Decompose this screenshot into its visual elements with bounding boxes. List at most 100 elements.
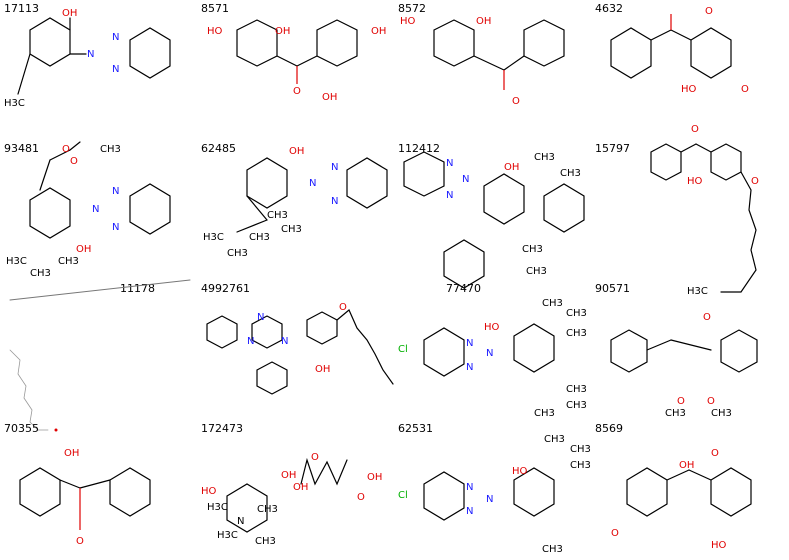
- compound-id: 90571: [595, 282, 630, 295]
- atom-label: N: [247, 336, 254, 347]
- atom-label: HO: [512, 466, 528, 477]
- compound-id: 112412: [398, 142, 440, 155]
- atom-label: OH: [62, 8, 77, 19]
- compound-id: 172473: [201, 422, 243, 435]
- atom-label: CH3: [566, 328, 587, 339]
- atom-label: O: [76, 536, 84, 547]
- compound-id: 77470: [446, 282, 481, 295]
- atom-label: N: [112, 186, 119, 197]
- atom-label: OH: [504, 162, 519, 173]
- molecule-cell-11178: 11178: [0, 279, 197, 432]
- atom-label: N: [331, 196, 338, 207]
- atom-label: N: [92, 204, 99, 215]
- atom-label: CH3: [570, 460, 591, 471]
- compound-id: 17113: [4, 2, 39, 15]
- structure-77470: HO CH3 CH3 CH3 Cl N N N CH3 CH3 CH3: [398, 298, 587, 419]
- molecule-cell-15797: 15797 O HO O H3C: [591, 124, 788, 297]
- atom-label: CH3: [249, 232, 270, 243]
- atom-label: Cl: [398, 490, 408, 501]
- atom-label: O: [703, 312, 711, 323]
- atom-label: O: [711, 448, 719, 459]
- atom-label: CH3: [534, 152, 555, 163]
- structure-15797: O HO O H3C: [650, 124, 759, 297]
- atom-label: N: [466, 482, 473, 493]
- atom-label: N: [466, 506, 473, 517]
- atom-label: OH: [289, 146, 304, 157]
- atom-label: CH3: [711, 408, 732, 419]
- molecule-cell-8571: 8571 HO OH OH OH O: [197, 0, 394, 140]
- structure-172473: OH HO N OH O O OH H3C CH3 H3C CH3: [201, 452, 382, 547]
- atom-label: O: [611, 528, 619, 539]
- atom-label: N: [462, 174, 469, 185]
- atom-label: O: [293, 86, 301, 97]
- atom-label: OH: [679, 460, 694, 471]
- atom-label: OH: [315, 364, 330, 375]
- atom-label: CH3: [281, 224, 302, 235]
- compound-id: 62531: [398, 422, 433, 435]
- atom-label: HO: [681, 84, 697, 95]
- atom-label: N: [446, 190, 453, 201]
- structure-11178: [9, 279, 191, 432]
- atom-label: O: [311, 452, 319, 463]
- molecule-cell-8569: 8569 OH O O HO: [591, 420, 788, 560]
- compound-id: 15797: [595, 142, 630, 155]
- atom-label: N: [257, 312, 264, 323]
- atom-label: CH3: [560, 168, 581, 179]
- atom-label: CH3: [542, 298, 563, 309]
- molecule-cell-70355: 70355 OH O: [0, 420, 197, 560]
- atom-label: O: [512, 96, 520, 107]
- compound-id: 93481: [4, 142, 39, 155]
- atom-label: Cl: [398, 344, 408, 355]
- atom-label: HO: [400, 16, 416, 27]
- atom-label: OH: [367, 472, 382, 483]
- atom-label: H3C: [217, 530, 238, 541]
- atom-label: N: [112, 64, 119, 75]
- atom-label: H3C: [687, 286, 708, 297]
- atom-label: CH3: [665, 408, 686, 419]
- structure-17113: OH N N N H3C: [4, 8, 171, 109]
- atom-label: O: [707, 396, 715, 407]
- molecule-cell-62485: 62485 OH N N N CH3 CH3 H3C CH3 CH3: [197, 140, 394, 280]
- atom-label: CH3: [522, 244, 543, 255]
- atom-label: HO: [687, 176, 703, 187]
- molecule-cell-4632: 4632 O HO O: [591, 0, 788, 140]
- structure-112412: N N N OH CH3 CH3 CH3 CH3: [403, 151, 585, 289]
- compound-id: 62485: [201, 142, 236, 155]
- atom-label: CH3: [255, 536, 276, 547]
- atom-label: N: [486, 494, 493, 505]
- atom-label: OH: [281, 470, 296, 481]
- atom-label: O: [751, 176, 759, 187]
- molecule-cell-90571: 90571 O O O CH3 CH3: [591, 280, 788, 420]
- compound-id: 8569: [595, 422, 623, 435]
- atom-label: N: [281, 336, 288, 347]
- atom-label: OH: [476, 16, 491, 27]
- compound-id: 8571: [201, 2, 229, 15]
- atom-label: OH: [322, 92, 337, 103]
- atom-label: CH3: [542, 544, 563, 555]
- atom-label: OH: [76, 244, 91, 255]
- atom-label: HO: [207, 26, 223, 37]
- atom-label: N: [466, 362, 473, 373]
- atom-label: CH3: [30, 268, 51, 279]
- atom-label: CH3: [526, 266, 547, 277]
- molecule-cell-172473: 172473 OH HO N OH O O OH H3C CH3 H3C CH3: [197, 420, 394, 560]
- compound-id: 8572: [398, 2, 426, 15]
- atom-label: CH3: [100, 144, 121, 155]
- atom-label: CH3: [534, 408, 555, 419]
- atom-label: N: [237, 516, 244, 527]
- structure-8572: HO OH O: [400, 16, 565, 107]
- atom-label: CH3: [58, 256, 79, 267]
- atom-label: CH3: [566, 308, 587, 319]
- atom-label: HO: [201, 486, 217, 497]
- molecule-cell-4992761: 4992761 N N N OH O: [197, 280, 394, 420]
- molecule-cell-93481: 93481 O O CH3 N N N OH H3C CH3 CH3: [0, 140, 197, 280]
- atom-label: N: [486, 348, 493, 359]
- atom-label: N: [112, 32, 119, 43]
- atom-label: CH3: [570, 444, 591, 455]
- atom-label: O: [62, 144, 70, 155]
- atom-label: HO: [711, 540, 727, 551]
- atom-label: CH3: [267, 210, 288, 221]
- compound-id: 4632: [595, 2, 623, 15]
- atom-label: CH3: [544, 434, 565, 445]
- atom-label: CH3: [566, 400, 587, 411]
